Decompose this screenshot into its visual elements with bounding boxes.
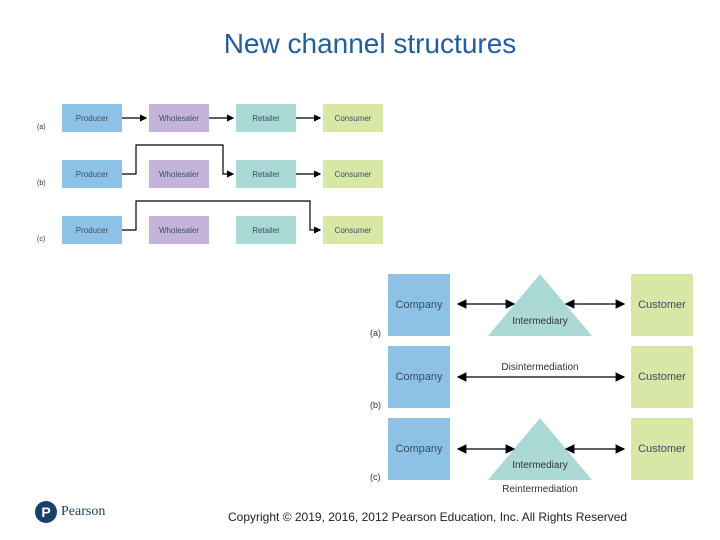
intermediary-label: Intermediary <box>512 316 568 327</box>
consumer-box: Consumer <box>323 160 383 188</box>
intermediary-triangle-c <box>488 418 592 480</box>
producer-box: Producer <box>62 104 122 132</box>
consumer-box: Consumer <box>323 104 383 132</box>
retailer-box: Retailer <box>236 216 296 244</box>
pearson-logo: P Pearson <box>35 501 105 523</box>
wholesaler-box: Wholesaler <box>149 160 209 188</box>
customer-box: Customer <box>631 346 693 408</box>
row-label-a: (a) <box>37 124 46 131</box>
arrow-b1 <box>122 144 235 178</box>
producer-box: Producer <box>62 216 122 244</box>
bottom-row-label-c: (c) <box>370 472 381 482</box>
copyright-text: Copyright © 2019, 2016, 2012 Pearson Edu… <box>228 510 628 524</box>
retailer-box: Retailer <box>236 104 296 132</box>
customer-box: Customer <box>631 274 693 336</box>
reintermediation-label: Reintermediation <box>502 484 578 495</box>
row-label-c: (c) <box>37 236 46 243</box>
disintermediation-label: Disintermediation <box>501 362 579 373</box>
pearson-logo-text: Pearson <box>61 504 106 519</box>
intermediary-triangle-a <box>488 274 592 336</box>
intermediary-label: Intermediary <box>512 460 568 471</box>
bottom-row-label-a: (a) <box>370 328 381 338</box>
wholesaler-box: Wholesaler <box>149 216 209 244</box>
bottom-row-label-b: (b) <box>370 400 381 410</box>
consumer-box: Consumer <box>323 216 383 244</box>
page-title: New channel structures <box>223 28 517 59</box>
company-box: Company <box>388 346 450 408</box>
row-label-b: (b) <box>37 180 46 187</box>
arrow-c1 <box>122 200 322 234</box>
producer-box: Producer <box>62 160 122 188</box>
retailer-box: Retailer <box>236 160 296 188</box>
pearson-logo-icon: P <box>35 501 57 523</box>
company-box: Company <box>388 274 450 336</box>
customer-box: Customer <box>631 418 693 480</box>
wholesaler-box: Wholesaler <box>149 104 209 132</box>
company-box: Company <box>388 418 450 480</box>
